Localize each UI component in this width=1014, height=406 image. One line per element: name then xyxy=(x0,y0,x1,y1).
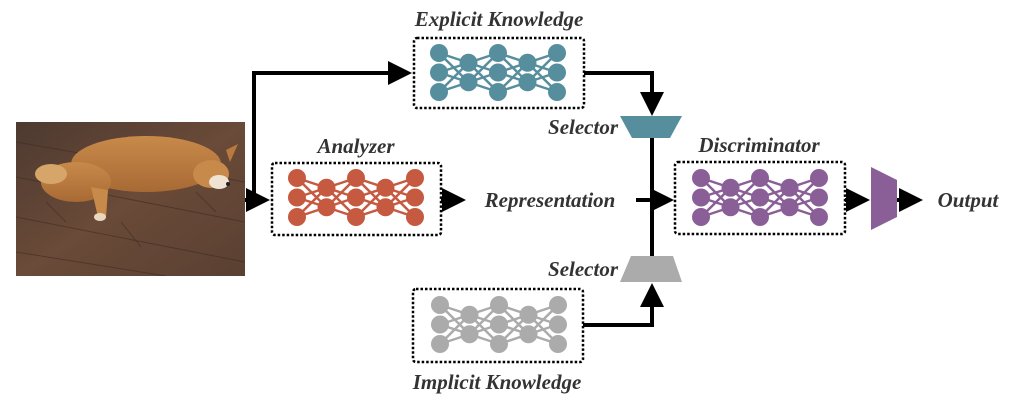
explicit-knowledge-box xyxy=(412,36,586,110)
network-node xyxy=(692,188,710,207)
analyzer-label: Analyzer xyxy=(315,134,395,158)
discriminator-box xyxy=(673,160,847,236)
network-node xyxy=(490,296,508,314)
implicit-knowledge-network xyxy=(431,296,567,353)
network-node xyxy=(317,178,336,197)
network-node xyxy=(810,208,828,226)
arrow-explicit-to-selector xyxy=(584,71,664,116)
network-node xyxy=(288,208,306,226)
network-node xyxy=(548,44,566,62)
network-node xyxy=(376,198,395,217)
network-node xyxy=(721,198,740,217)
selector-top-label: Selector xyxy=(548,115,619,139)
network-node xyxy=(519,325,538,344)
network-node xyxy=(288,169,306,187)
network-node xyxy=(489,44,507,62)
discriminator-network xyxy=(692,169,828,226)
network-node xyxy=(430,83,448,101)
network-node xyxy=(347,208,365,226)
network-node xyxy=(751,188,769,207)
analyzer-box xyxy=(270,161,443,237)
network-node xyxy=(347,169,365,187)
discriminator-label: Discriminator xyxy=(697,133,820,157)
network-node xyxy=(548,63,566,82)
network-node xyxy=(430,63,448,82)
analyzer-network xyxy=(288,169,424,226)
network-node xyxy=(549,296,567,314)
selector-bottom-label: Selector xyxy=(548,257,619,281)
network-node xyxy=(288,188,306,207)
input-dog-image xyxy=(16,122,245,276)
implicit-knowledge-box xyxy=(411,287,585,364)
network-node xyxy=(406,208,424,226)
network-node xyxy=(489,83,507,101)
output-block xyxy=(871,167,897,230)
selector-bottom-block xyxy=(620,256,682,282)
network-node xyxy=(317,198,336,217)
network-node xyxy=(780,198,799,217)
selector-top-block xyxy=(620,116,682,138)
arrow-image-to-explicit xyxy=(252,61,412,200)
arrow-implicit-to-selector xyxy=(583,283,664,327)
network-node xyxy=(692,169,710,187)
network-node xyxy=(406,188,424,207)
network-node xyxy=(549,315,567,334)
network-node xyxy=(751,169,769,187)
network-node xyxy=(692,208,710,226)
network-node xyxy=(780,178,799,197)
explicit-knowledge-label: Explicit Knowledge xyxy=(414,7,584,31)
network-node xyxy=(519,305,538,324)
implicit-knowledge-label: Implicit Knowledge xyxy=(412,370,582,394)
network-node xyxy=(518,73,537,92)
network-node xyxy=(810,169,828,187)
network-node xyxy=(460,305,479,324)
representation-label: Representation xyxy=(484,188,616,212)
network-node xyxy=(459,53,478,72)
output-label: Output xyxy=(938,188,1000,212)
network-node xyxy=(376,178,395,197)
explicit-knowledge-network xyxy=(430,44,566,101)
network-node xyxy=(460,325,479,344)
network-node xyxy=(431,335,449,353)
network-node xyxy=(430,44,448,62)
network-node xyxy=(347,188,365,207)
network-node xyxy=(431,296,449,314)
network-node xyxy=(406,169,424,187)
network-node xyxy=(489,63,507,82)
network-node xyxy=(548,83,566,101)
network-node xyxy=(490,315,508,334)
network-node xyxy=(518,53,537,72)
network-node xyxy=(751,208,769,226)
network-node xyxy=(721,178,740,197)
network-node xyxy=(490,335,508,353)
network-node xyxy=(431,315,449,334)
network-node xyxy=(549,335,567,353)
network-node xyxy=(810,188,828,207)
network-node xyxy=(459,73,478,92)
